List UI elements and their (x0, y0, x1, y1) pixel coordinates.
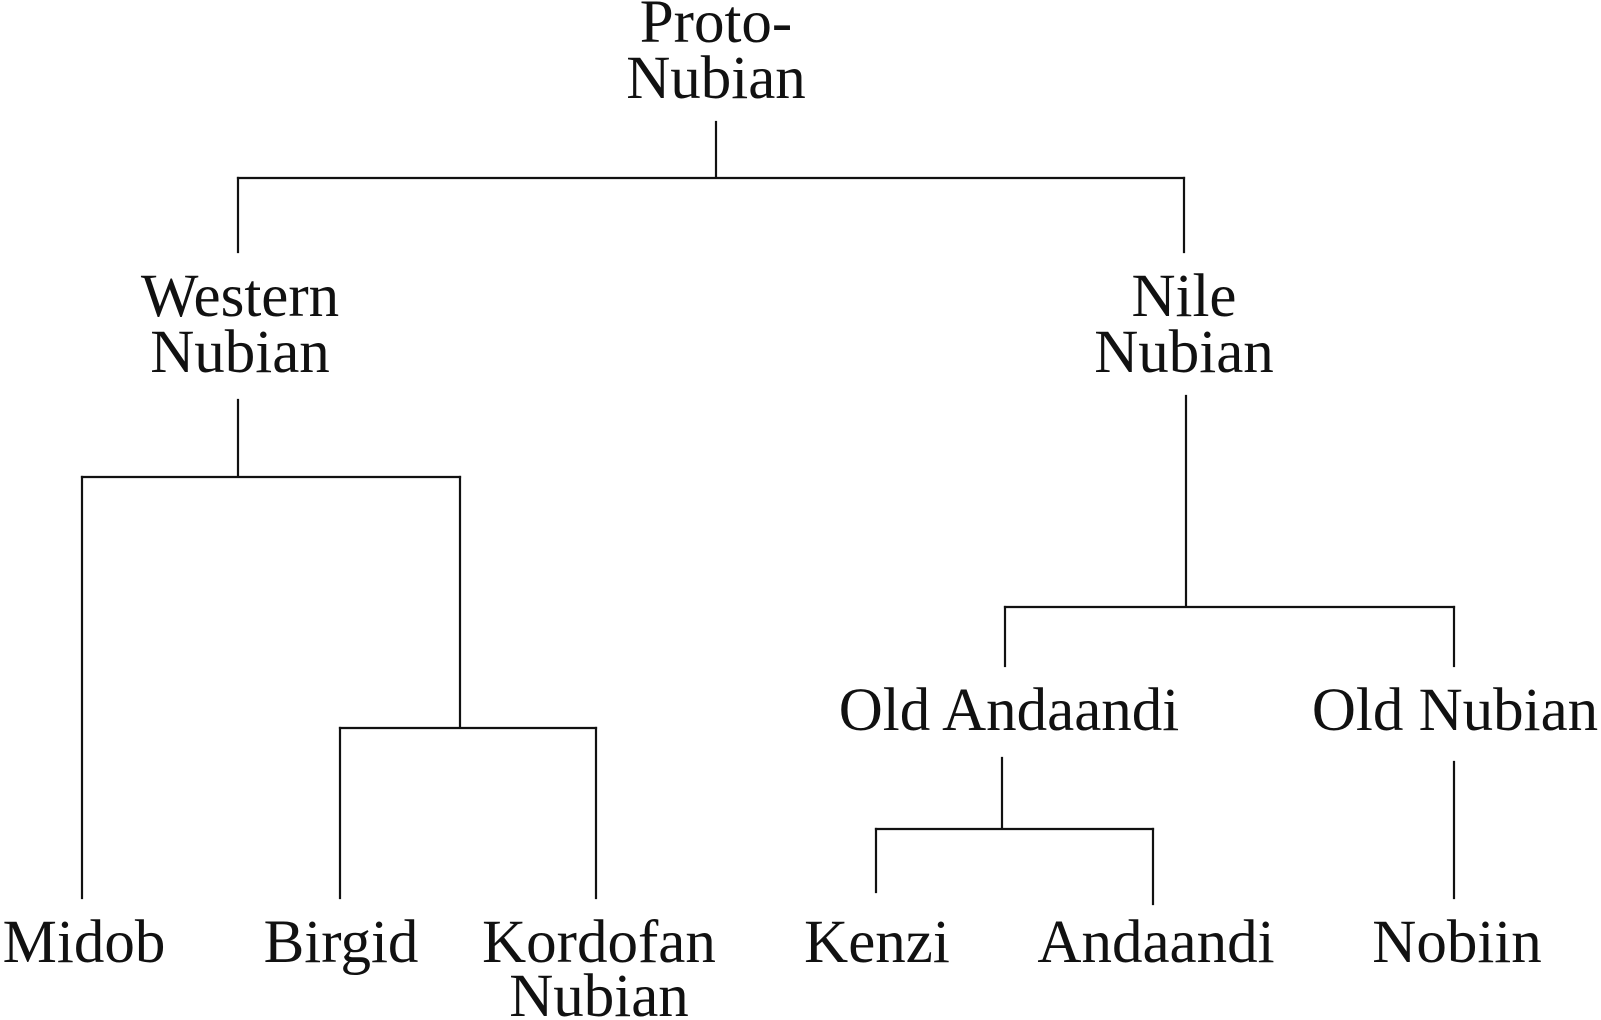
node-nile-nubian-line2: Nubian (1094, 319, 1274, 386)
leaf-birgid: Birgid (264, 909, 419, 976)
leaf-andaandi: Andaandi (1037, 909, 1274, 976)
node-western-nubian-line1: Western (141, 263, 339, 330)
node-proto-nubian-line1: Proto- (640, 0, 793, 56)
leaf-kordofan-nubian-line1: Kordofan (482, 909, 716, 976)
leaf-nobiin: Nobiin (1372, 909, 1541, 976)
node-old-andaandi: Old Andaandi (839, 677, 1180, 744)
node-western-nubian-line2: Nubian (150, 319, 330, 386)
leaf-kordofan-nubian-line2: Nubian (509, 963, 689, 1020)
node-proto-nubian-line2: Nubian (626, 45, 806, 112)
node-nile-nubian-line1: Nile (1131, 263, 1236, 330)
node-old-nubian: Old Nubian (1312, 677, 1598, 744)
leaf-midob: Midob (3, 909, 166, 976)
leaf-kenzi: Kenzi (804, 909, 950, 976)
